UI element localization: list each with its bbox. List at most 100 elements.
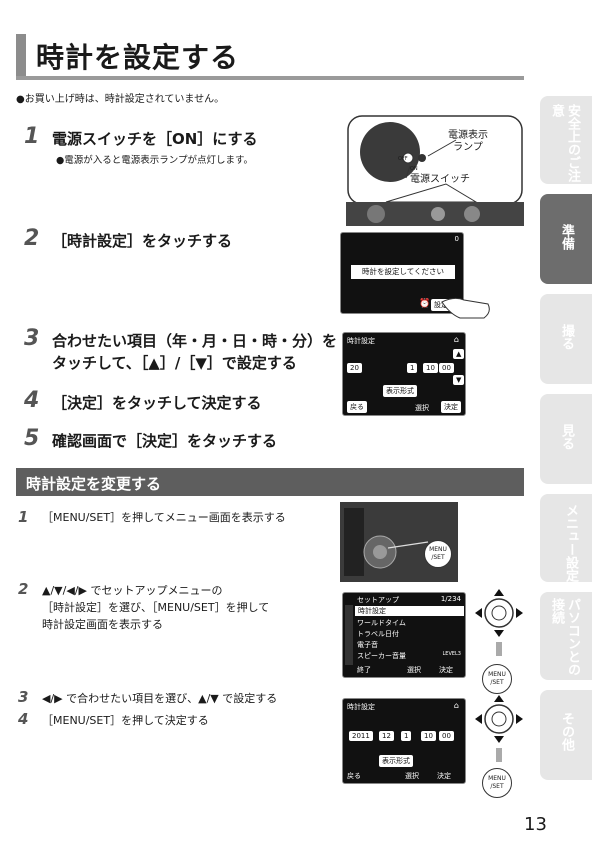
step-3-number: 3: [24, 326, 40, 351]
clock-title-2: 時計設定: [347, 703, 375, 711]
back-label-2[interactable]: 戻る: [347, 772, 361, 780]
step-1-text: 電源スイッチを［ON］にする: [52, 130, 258, 148]
setup-tab-column: [345, 605, 353, 665]
menu-icon-1-line2: /SET: [490, 679, 504, 686]
menu-icon-1-line1: MENU: [488, 671, 506, 678]
menu-item-travel-date[interactable]: トラベル日付: [357, 630, 399, 638]
clock-setting-screen-1: 時計設定 ⌂ 20 1 10 00 ▲ ▼ 表示形式 戻る 選択 決定: [342, 332, 466, 416]
cursor-dpad-1: [472, 586, 526, 640]
minute-field-1[interactable]: 00: [439, 363, 454, 373]
day-field-1[interactable]: 1: [407, 363, 418, 373]
year-field-2[interactable]: 2011: [349, 731, 373, 741]
sec-step-1-number: 1: [18, 508, 29, 526]
finger-hand-icon: [440, 290, 492, 320]
sec-step-4-text: ［MENU/SET］を押して決定する: [42, 714, 209, 727]
format-button-2[interactable]: 表示形式: [379, 755, 413, 767]
format-button-1[interactable]: 表示形式: [383, 385, 417, 397]
side-tab-view-label: 見る: [559, 424, 574, 450]
clock-prompt-screen: 0 時計を設定してください ⏰ 設定: [340, 232, 464, 314]
page-title: 時計を設定する: [36, 41, 240, 74]
setup-end[interactable]: 終了: [357, 666, 371, 674]
step-5-number: 5: [24, 426, 40, 451]
side-tab-view[interactable]: 見る: [540, 394, 592, 484]
setup-select: 選択: [407, 666, 421, 674]
set-clock-message: 時計を設定してください: [351, 265, 455, 279]
step-3-line2: タッチして、［▲］/［▼］で設定する: [52, 354, 297, 372]
camera-illustration: [346, 114, 524, 226]
year-field-1[interactable]: 20: [347, 363, 362, 373]
on-label: ON: [410, 166, 418, 172]
hour-field-1[interactable]: 10: [423, 363, 438, 373]
minute-field-2[interactable]: 00: [439, 731, 454, 741]
ok-button-1[interactable]: 決定: [441, 401, 461, 413]
clock-title-1: 時計設定: [347, 337, 375, 345]
menu-set-button-callout: MENU /SET: [424, 540, 452, 568]
ok-label-2[interactable]: 決定: [437, 772, 451, 780]
lamp-callout: 電源表示 ランプ: [448, 130, 488, 154]
page-number: 13: [524, 814, 547, 835]
side-tab-preparation[interactable]: 準備: [540, 194, 592, 284]
select-label-1: 選択: [415, 404, 429, 412]
side-tab-shoot[interactable]: 撮る: [540, 294, 592, 384]
menu-icon-2-line2: /SET: [490, 783, 504, 790]
step-1-number: 1: [24, 124, 40, 149]
setup-header: セットアップ: [357, 596, 399, 604]
menu-set-icon-1: MENU /SET: [482, 664, 512, 694]
sec-step-2-line1: ▲/▼/◀/▶ でセットアップメニューの: [42, 584, 223, 597]
select-label-2: 選択: [405, 772, 419, 780]
menu-item-beep[interactable]: 電子音: [357, 641, 378, 649]
side-tab-other[interactable]: その他: [540, 690, 592, 780]
arrow-down-stem-1: [496, 642, 502, 656]
menu-item-world-time[interactable]: ワールドタイム: [357, 619, 406, 627]
side-tab-shoot-label: 撮る: [559, 324, 574, 350]
sec-step-3-number: 3: [18, 688, 29, 706]
sec-step-2-line3: 時計設定画面を表示する: [42, 618, 163, 631]
section-header-bar: [16, 468, 524, 496]
side-tab-menu[interactable]: メニュー設定: [540, 494, 592, 582]
title-rule: [16, 76, 524, 80]
home-icon: ⌂: [453, 335, 459, 344]
sec-step-4-number: 4: [18, 710, 29, 728]
purchase-note: ●お買い上げ時は、時計設定されていません。: [16, 94, 225, 105]
side-tab-preparation-label: 準備: [559, 224, 574, 250]
side-tab-other-label: その他: [559, 712, 574, 751]
section-title: 時計設定を変更する: [26, 475, 162, 493]
setup-page: 1/234: [440, 595, 461, 603]
menu-icon-2-line1: MENU: [488, 775, 506, 782]
step-3-line1: 合わせたい項目（年・月・日・時・分）を: [52, 332, 338, 350]
title-accent-bar: [16, 34, 26, 78]
clock-setting-screen-2: 時計設定 ⌂ 2011 12 1 10 00 表示形式 戻る 選択 決定: [342, 698, 466, 784]
screen-badge: 0: [454, 235, 459, 243]
sec-step-1-text: ［MENU/SET］を押してメニュー画面を表示する: [42, 511, 286, 524]
lamp-label-1: 電源表示: [448, 130, 488, 141]
home-icon-2: ⌂: [453, 701, 459, 710]
setup-menu-screen: セットアップ 1/234 時計設定 ワールドタイム トラベル日付 電子音 スピー…: [342, 592, 466, 678]
menu-item-clock-set[interactable]: 時計設定: [355, 606, 464, 616]
cursor-dpad-2: [472, 692, 526, 746]
arrow-down-stem-2: [496, 748, 502, 762]
setup-ok[interactable]: 決定: [439, 666, 453, 674]
hour-field-2[interactable]: 10: [421, 731, 436, 741]
month-field-2[interactable]: 12: [379, 731, 394, 741]
sec-step-2-line2: ［時計設定］を選び、［MENU/SET］を押して: [42, 601, 270, 614]
menu-item-speaker-volume[interactable]: スピーカー音量: [357, 652, 406, 660]
sec-step-2-number: 2: [18, 580, 29, 598]
clock-icon: ⏰: [419, 299, 431, 309]
day-field-2[interactable]: 1: [401, 731, 412, 741]
side-tab-safety-label: 安全上のご注意: [549, 104, 580, 182]
menu-label-1: MENU: [429, 546, 447, 553]
step-4-number: 4: [24, 388, 40, 413]
switch-label: 電源スイッチ: [410, 174, 470, 185]
lamp-label-2: ランプ: [453, 142, 483, 153]
step-2-text: ［時計設定］をタッチする: [52, 232, 233, 250]
down-button-1[interactable]: ▼: [453, 375, 465, 385]
step-5-text: 確認画面で［決定］をタッチする: [52, 432, 278, 450]
back-button-1[interactable]: 戻る: [347, 401, 367, 413]
menu-set-icon-2: MENU /SET: [482, 768, 512, 798]
step-1-sub: ●電源が入ると電源表示ランプが点灯します。: [56, 155, 254, 166]
step-4-text: ［決定］をタッチして決定する: [52, 394, 262, 412]
side-tab-menu-label: メニュー設定: [563, 504, 578, 582]
up-button-1[interactable]: ▲: [453, 349, 465, 359]
side-tab-pc[interactable]: パソコンとの接続: [540, 592, 592, 680]
side-tab-safety[interactable]: 安全上のご注意: [540, 96, 592, 184]
